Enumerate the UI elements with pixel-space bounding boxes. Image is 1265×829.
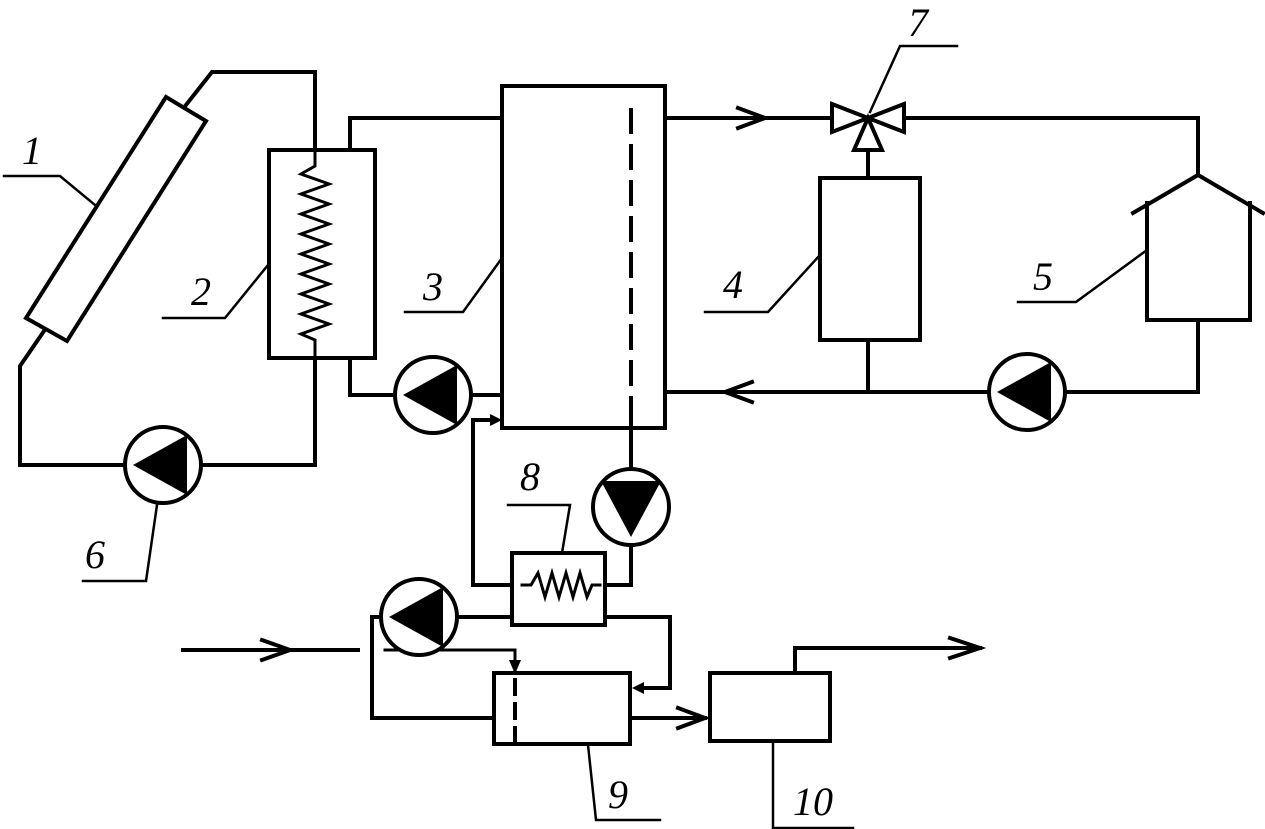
label-2: 2: [191, 269, 211, 314]
water-heat-exchanger: [471, 414, 672, 694]
auxiliary-heater: [818, 176, 922, 394]
output-unit: [628, 635, 987, 743]
leader-line-7: [868, 44, 959, 114]
pump-consumer-loop: [987, 352, 1067, 432]
label-6: 6: [85, 532, 105, 577]
solar-collector: [18, 70, 317, 467]
leader-line-8: [506, 503, 572, 555]
label-4: 4: [723, 262, 743, 307]
leader-line-6: [81, 503, 159, 583]
leader-line-4: [703, 253, 822, 314]
leader-line-5: [1016, 248, 1149, 304]
label-1: 1: [22, 128, 42, 173]
three-way-valve: [830, 101, 1200, 180]
label-5: 5: [1033, 254, 1053, 299]
label-7: 7: [908, 0, 930, 45]
flow-arrow-return: [719, 379, 755, 405]
heat-exchanger: [198, 116, 504, 467]
leader-line-9: [586, 743, 662, 822]
pump-exchanger-loop: [393, 355, 473, 435]
leader-line-3: [403, 256, 504, 314]
label-8: 8: [520, 454, 540, 499]
pump-collector-loop: [123, 425, 203, 505]
pump-tank-outlet: [591, 467, 671, 547]
flow-arrow-supply: [735, 105, 771, 131]
leader-line-1: [2, 174, 97, 207]
leader-line-2: [161, 263, 270, 320]
label-9: 9: [608, 772, 628, 817]
storage-tank: [500, 84, 667, 472]
consumer-building: [1064, 116, 1265, 394]
leader-line-10: [771, 740, 855, 829]
label-3: 3: [422, 264, 443, 309]
label-10: 10: [793, 779, 833, 824]
pump-mixing-loop: [379, 577, 459, 657]
